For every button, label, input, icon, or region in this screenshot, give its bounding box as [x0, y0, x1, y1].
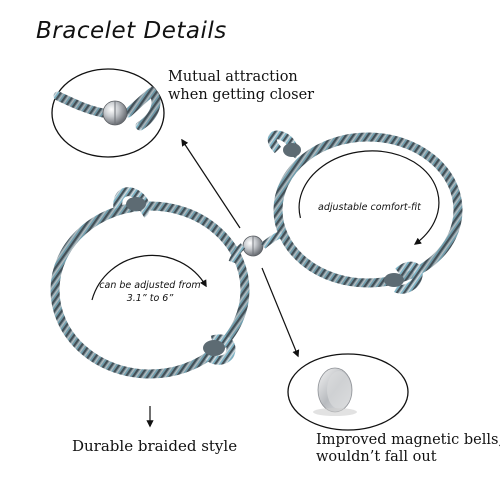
magnet-bead — [228, 230, 284, 264]
mutual-attraction-line1: Mutual attraction — [168, 69, 298, 85]
mutual-attraction-caption: Mutual attraction when getting closer — [168, 68, 314, 104]
adjust-range-line1: can be adjusted from — [99, 280, 201, 291]
zoom-circle-disc — [287, 353, 409, 431]
arrow-to-magnet-zoom — [181, 138, 241, 229]
arrow-to-magnet-disc — [261, 267, 300, 358]
bracelet-right — [267, 130, 463, 294]
adjust-range-caption: can be adjusted from 3.1” to 6” — [96, 279, 204, 305]
improved-magnet-caption: Improved magnetic bells, wouldn’t fall o… — [316, 432, 500, 466]
zoom-circle-magnet — [51, 68, 165, 158]
improved-magnet-line1: Improved magnetic bells, — [316, 432, 500, 448]
improved-magnet-line2: wouldn’t fall out — [316, 449, 437, 465]
page-title: Bracelet Details — [36, 18, 227, 44]
durable-caption: Durable braided style — [72, 437, 238, 455]
bracelet-left — [50, 187, 250, 379]
mutual-attraction-line2: when getting closer — [168, 87, 315, 103]
adjust-range-line2: 3.1” to 6” — [126, 293, 174, 304]
adjustable-fit-caption: adjustable comfort-fit — [318, 202, 421, 213]
